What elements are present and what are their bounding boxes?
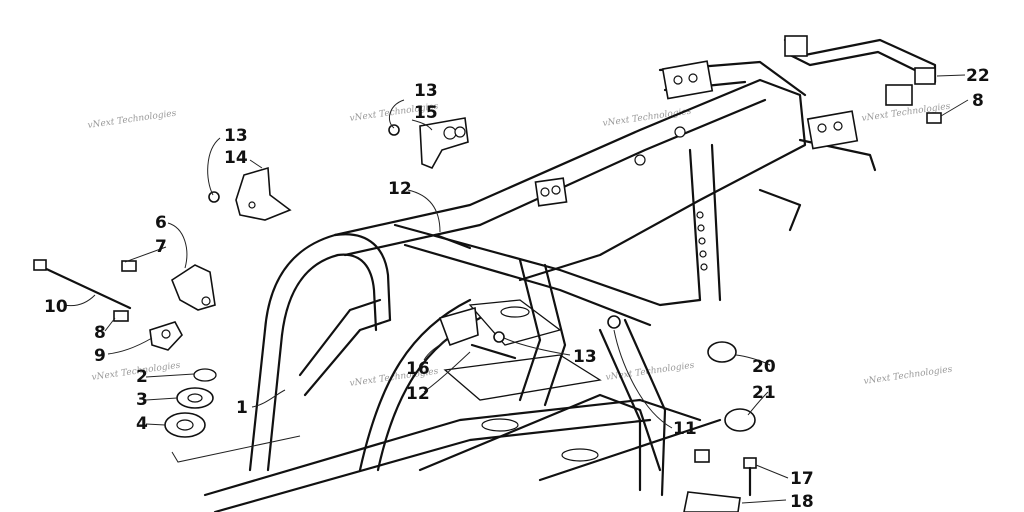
callout-21: 21	[752, 383, 776, 403]
callout-13: 13	[224, 126, 248, 146]
callout-8: 8	[972, 91, 984, 111]
callout-1: 1	[236, 398, 248, 418]
frame-assembly	[203, 60, 877, 512]
callout-13: 13	[414, 81, 438, 101]
callout-18: 18	[790, 492, 814, 512]
callout-10: 10	[44, 297, 68, 317]
callout-2: 2	[136, 367, 148, 387]
watermark: vNext Technologies	[863, 365, 953, 387]
callout-7: 7	[155, 237, 167, 257]
callout-13: 13	[573, 347, 597, 367]
callout-11: 11	[673, 419, 697, 439]
callout-20: 20	[752, 357, 776, 377]
callout-16: 16	[406, 359, 430, 379]
watermark: vNext Technologies	[87, 109, 177, 131]
watermark: vNext Technologies	[602, 107, 692, 129]
callout-12: 12	[406, 384, 430, 404]
callout-3: 3	[136, 390, 148, 410]
leader-lines	[63, 74, 969, 504]
callout-14: 14	[224, 148, 248, 168]
callout-12: 12	[388, 179, 412, 199]
callout-4: 4	[136, 414, 148, 434]
callout-17: 17	[790, 469, 814, 489]
loose-parts	[33, 35, 942, 512]
callout-6: 6	[155, 213, 167, 233]
callouts: 13 15 13 14 12 6 7 10 8 9 2 3 4 1 16 12 …	[44, 66, 990, 512]
callout-9: 9	[94, 346, 106, 366]
callout-8: 8	[94, 323, 106, 343]
callout-15: 15	[414, 103, 438, 123]
callout-22: 22	[966, 66, 990, 86]
